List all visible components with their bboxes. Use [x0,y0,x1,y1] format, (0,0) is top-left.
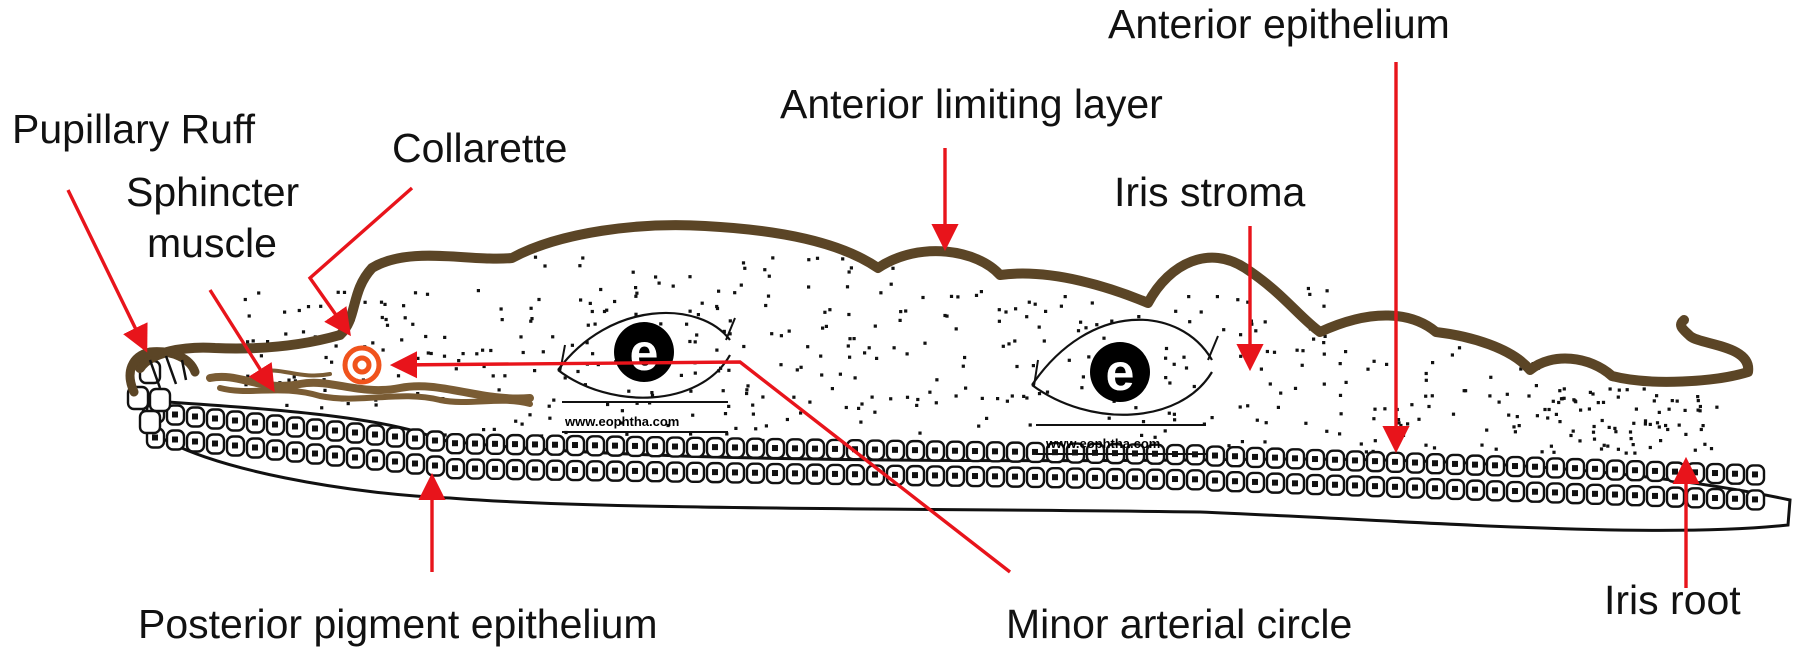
labels: Pupillary Ruff Sphincter muscle Collaret… [12,1,1741,647]
label-posterior-pigment-epithelium: Posterior pigment epithelium [138,601,658,647]
minor-arterial-circle-vessel [345,348,379,382]
label-iris-stroma: Iris stroma [1114,169,1306,215]
label-sphincter-muscle-line1: Sphincter [126,169,299,215]
sphincter-muscle [210,370,530,404]
iris-stroma-stipple [244,256,1719,456]
label-sphincter-muscle-line2: muscle [147,220,277,266]
label-iris-root: Iris root [1604,577,1741,623]
label-anterior-limiting-layer: Anterior limiting layer [780,81,1163,127]
watermark-2: e www.eophtha.com [1032,320,1218,454]
label-collarette: Collarette [392,125,567,171]
watermark-1: e www.eophtha.com [558,313,735,432]
label-pupillary-ruff: Pupillary Ruff [12,106,256,152]
label-anterior-epithelium: Anterior epithelium [1108,1,1450,47]
svg-text:www.eophtha.com: www.eophtha.com [564,414,679,429]
label-minor-arterial-circle: Minor arterial circle [1006,601,1352,647]
svg-text:e: e [1106,344,1135,402]
svg-text:www.eophtha.com: www.eophtha.com [1045,436,1160,451]
svg-text:e: e [630,324,659,382]
